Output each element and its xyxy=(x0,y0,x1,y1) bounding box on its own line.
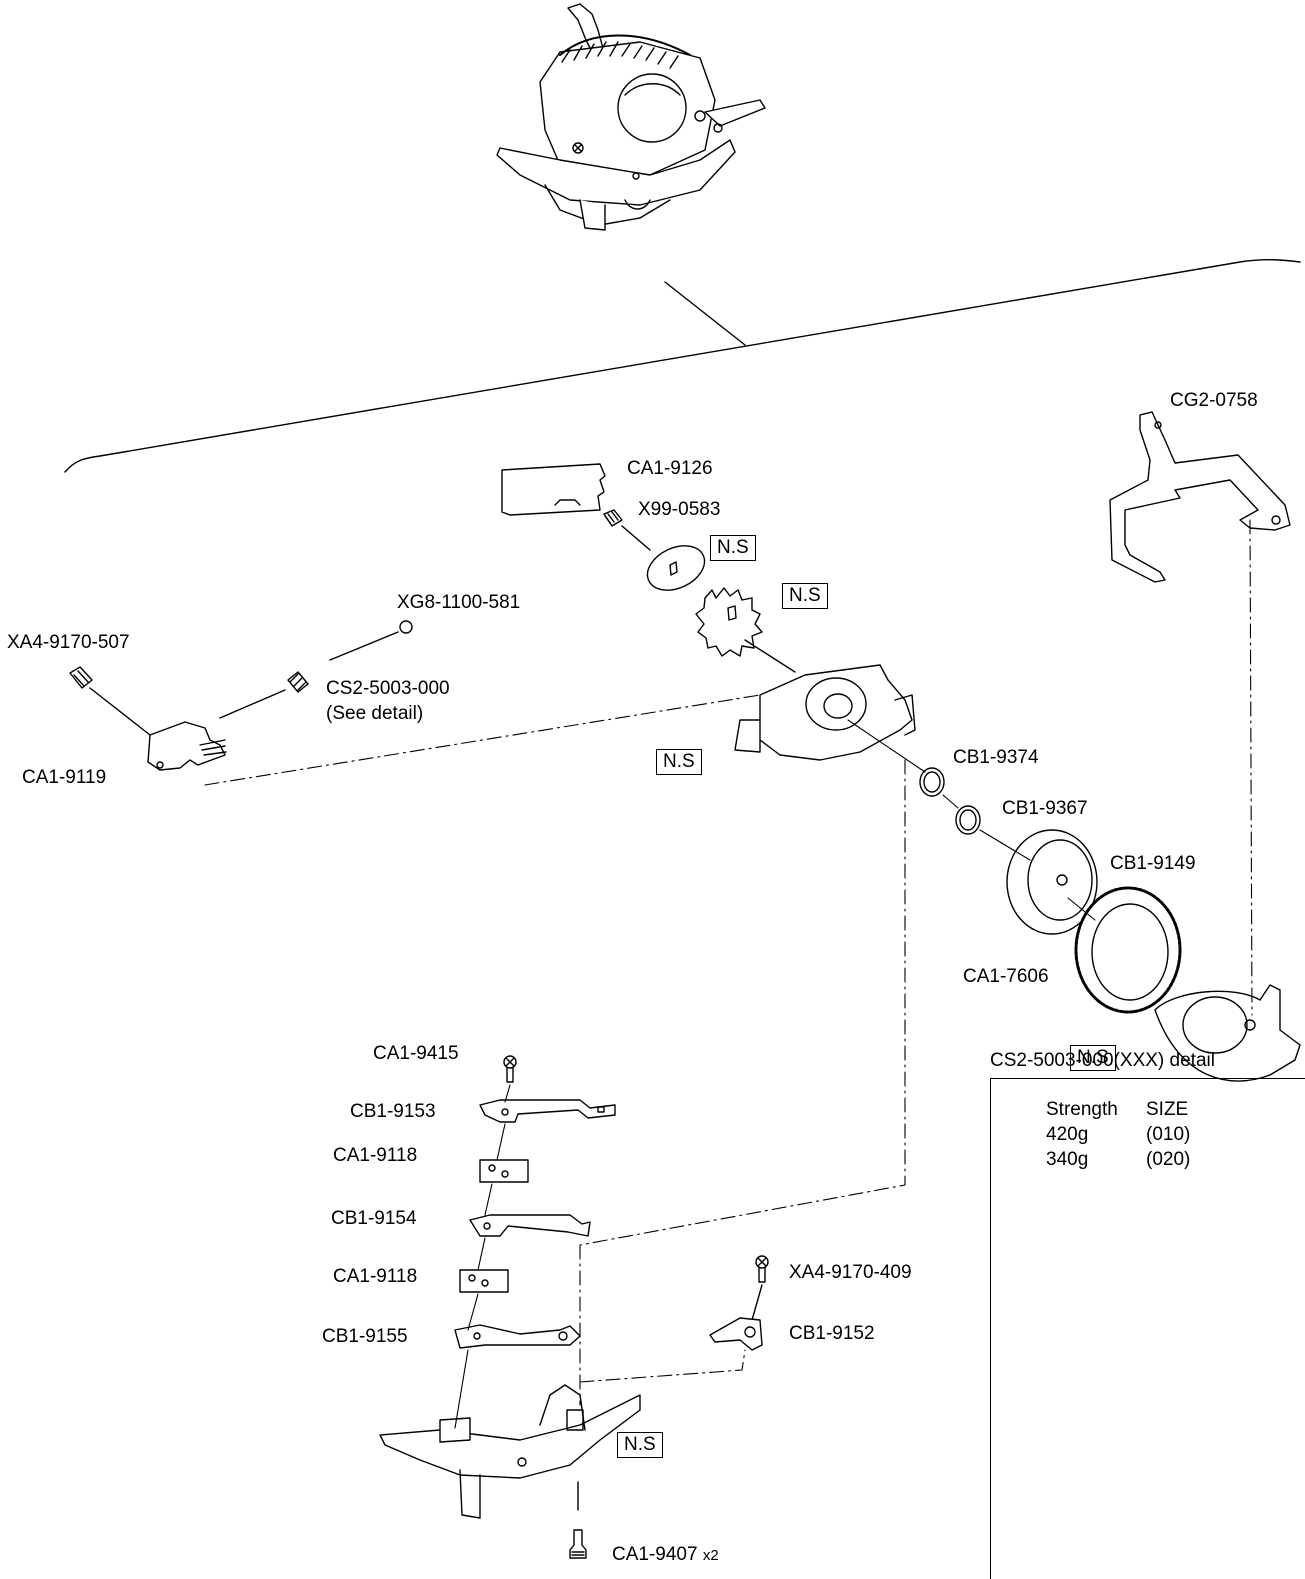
part-cb1-9154-lever xyxy=(469,1214,591,1237)
label-ca1-9118-a: CA1-9118 xyxy=(333,1145,418,1166)
label-ca1-9407-qty: x2 xyxy=(702,1547,719,1564)
part-washer xyxy=(646,545,706,591)
part-ca1-9415-screw xyxy=(503,1055,517,1083)
part-cb1-9153-lever xyxy=(479,1099,616,1123)
part-cg2-0758 xyxy=(1109,411,1291,583)
detail-row: 420g (010) xyxy=(1046,1124,1190,1146)
label-cb1-9152: CB1-9152 xyxy=(789,1323,875,1344)
part-x99-0583-screw xyxy=(603,509,651,551)
ns-box-right-cover: N.S xyxy=(1070,1045,1116,1071)
label-ca1-9118-b: CA1-9118 xyxy=(333,1266,418,1287)
label-ca1-7606: CA1-7606 xyxy=(963,966,1049,987)
assembled-unit-illustration xyxy=(496,3,766,231)
part-cb1-9155-lever xyxy=(454,1324,581,1349)
label-cb1-9155: CB1-9155 xyxy=(322,1326,408,1347)
assembly-lines xyxy=(204,519,1253,1406)
label-xa4-9170-409: XA4-9170-409 xyxy=(789,1262,912,1283)
label-xg8-1100-581: XG8-1100-581 xyxy=(397,592,521,613)
label-ca1-9119: CA1-9119 xyxy=(22,767,107,788)
part-cb1-9374-ring xyxy=(919,767,945,797)
label-cb1-9153: CB1-9153 xyxy=(350,1101,436,1122)
ns-box-washer: N.S xyxy=(710,535,756,561)
ns-box-center-housing: N.S xyxy=(656,749,702,775)
part-cb1-9149-pulley xyxy=(1006,829,1098,935)
detail-header-row: Strength SIZE xyxy=(1046,1099,1188,1121)
detail-header-strength: Strength xyxy=(1046,1099,1118,1120)
detail-title: CS2-5003-000(XXX) detail xyxy=(990,1050,1215,1071)
label-cb1-9154: CB1-9154 xyxy=(331,1208,417,1229)
detail-header-size: SIZE xyxy=(1146,1099,1189,1120)
part-ca1-9126 xyxy=(501,463,606,516)
label-x99-0583: X99-0583 xyxy=(638,499,721,520)
part-right-cover xyxy=(1154,984,1301,1082)
label-ca1-9126: CA1-9126 xyxy=(627,458,713,479)
part-cb1-9367-ring xyxy=(955,805,981,835)
detail-size: (020) xyxy=(1146,1149,1191,1170)
detail-strength: 420g xyxy=(1046,1124,1089,1145)
part-xa4-9170-409-screw xyxy=(751,1255,769,1321)
detail-table: Strength SIZE 420g (010) 340g (020) xyxy=(990,1078,1305,1579)
detail-strength: 340g xyxy=(1046,1149,1089,1170)
part-xa4-9170-507-screw xyxy=(69,666,151,736)
detail-row: 340g (020) xyxy=(1046,1149,1190,1171)
label-cs2-5003-000: CS2-5003-000 xyxy=(326,678,450,699)
part-ca1-7606-gear xyxy=(1074,886,1182,1014)
part-center-housing xyxy=(734,664,916,761)
part-ca1-9119 xyxy=(147,721,227,771)
label-cb1-9149: CB1-9149 xyxy=(1110,853,1196,874)
part-ca1-9407-screw xyxy=(569,1481,587,1559)
label-cb1-9367: CB1-9367 xyxy=(1002,798,1088,819)
label-see-detail: (See detail) xyxy=(326,703,424,724)
part-star-gear xyxy=(695,587,796,673)
label-xa4-9170-507: XA4-9170-507 xyxy=(7,632,130,653)
part-xg8-1100-581-ball xyxy=(329,620,413,661)
alignment-lines xyxy=(454,719,1096,1429)
part-bottom-base xyxy=(379,1384,641,1519)
part-cs2-5003-000-spring xyxy=(219,671,309,719)
label-ca1-9415: CA1-9415 xyxy=(373,1043,459,1064)
exploded-view-bracket xyxy=(64,259,1301,473)
label-cb1-9374: CB1-9374 xyxy=(953,747,1039,768)
part-cb1-9152 xyxy=(709,1317,763,1351)
ns-box-bottom-base: N.S xyxy=(617,1432,663,1458)
detail-size: (010) xyxy=(1146,1124,1191,1145)
part-ca1-9118-plate xyxy=(459,1159,529,1293)
label-cg2-0758: CG2-0758 xyxy=(1170,390,1258,411)
ns-box-star-gear: N.S xyxy=(782,583,828,609)
label-ca1-9407: CA1-9407 x2 xyxy=(612,1544,719,1565)
